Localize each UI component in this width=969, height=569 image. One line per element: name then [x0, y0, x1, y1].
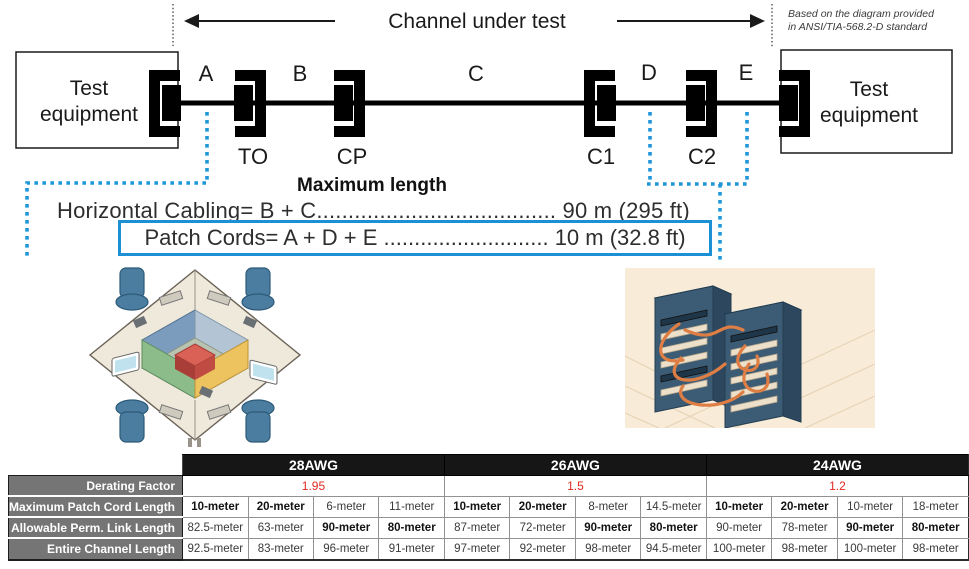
segment-label-c: C	[468, 61, 484, 86]
cell: 90-meter	[836, 516, 904, 539]
cell: 98-meter	[902, 537, 969, 561]
standard-note-line1: Based on the diagram provided	[788, 8, 935, 20]
cell: 8-meter	[574, 495, 642, 518]
cell: 20-meter	[509, 495, 576, 518]
maximum-length-heading: Maximum length	[297, 175, 447, 196]
right-equipment-connector-icon	[779, 70, 810, 137]
awg-header-28: 28AWG	[182, 454, 445, 476]
segment-label-a: A	[199, 61, 214, 86]
cell: 82.5-meter	[182, 516, 249, 539]
awg-header-26: 26AWG	[443, 454, 707, 476]
cell: 18-meter	[902, 495, 969, 518]
c1-connector-icon	[584, 70, 616, 137]
cell: 80-meter	[902, 516, 969, 539]
cell: 83-meter	[247, 537, 314, 561]
row-label-patch: Maximum Patch Cord Length	[7, 495, 184, 518]
cell: 78-meter	[771, 516, 838, 539]
monitor-icons	[111, 351, 278, 385]
partition-yellow	[194, 339, 249, 399]
cell: 80-meter	[378, 516, 445, 539]
row-label-channel: Entire Channel Length	[7, 537, 184, 561]
red-box	[173, 343, 217, 380]
left-test-equipment-label1: Test	[70, 77, 109, 100]
table-corner	[9, 455, 183, 476]
cell: 96-meter	[312, 537, 380, 561]
derating-24: 1.2	[705, 475, 969, 497]
left-arrow-icon	[184, 14, 335, 28]
channel-under-test-label: Channel under test	[388, 10, 566, 33]
cell: 80-meter	[640, 516, 707, 539]
left-equipment-connector-icon	[149, 70, 181, 137]
office-workstations-illustration	[88, 267, 302, 447]
derating-26: 1.5	[443, 475, 707, 497]
cell: 72-meter	[509, 516, 576, 539]
cell: 98-meter	[574, 537, 642, 561]
row-label-derating: Derating Factor	[7, 475, 184, 497]
patch-cord-row: Maximum Patch Cord Length 10-meter 20-me…	[7, 495, 969, 518]
cable-line	[168, 100, 793, 106]
cell: 10-meter	[836, 495, 904, 518]
channel-diagram: Channel under test Based on the diagram …	[15, 4, 953, 260]
channel-length-row: Entire Channel Length 92.5-meter 83-mete…	[7, 537, 969, 561]
patch-cords-formula: Patch Cords= A + D + E .................…	[144, 225, 686, 250]
chair-icons	[115, 267, 275, 443]
awg-table: 28AWG 26AWG 24AWG Derating Factor 1.95 1…	[7, 454, 969, 561]
cell: 20-meter	[771, 495, 838, 518]
rack-right	[723, 301, 803, 428]
awg-header-row: 28AWG 26AWG 24AWG	[9, 454, 969, 476]
connector-label-c1: C1	[587, 144, 615, 169]
desk-leg	[188, 438, 192, 447]
rack-left	[653, 285, 733, 413]
cell: 63-meter	[247, 516, 314, 539]
cell: 10-meter	[182, 495, 249, 518]
cell: 6-meter	[312, 495, 380, 518]
horizontal-cabling-formula: Horizontal Cabling= B + C...............…	[57, 198, 690, 223]
awg-spec-table: 28AWG 26AWG 24AWG Derating Factor 1.95 1…	[7, 454, 969, 561]
right-arrow-icon	[617, 14, 765, 28]
cell: 87-meter	[443, 516, 511, 539]
server-racks-illustration	[625, 268, 875, 428]
segment-label-d: D	[641, 60, 657, 85]
awg-header-24: 24AWG	[705, 454, 969, 476]
cell: 90-meter	[312, 516, 380, 539]
cell: 20-meter	[247, 495, 314, 518]
cell: 92.5-meter	[182, 537, 249, 561]
perm-link-row: Allowable Perm. Link Length 82.5-meter 6…	[7, 516, 969, 539]
patch-cords-highlight-box: Patch Cords= A + D + E .................…	[118, 220, 712, 256]
callout-path-a	[25, 112, 209, 260]
patch-cables	[659, 322, 770, 407]
derating-28: 1.95	[182, 475, 445, 497]
cell: 90-meter	[705, 516, 773, 539]
left-test-equipment-label2: equipment	[40, 103, 138, 126]
cell: 10-meter	[443, 495, 511, 518]
to-connector-icon	[234, 70, 266, 137]
row-label-link: Allowable Perm. Link Length	[7, 516, 184, 539]
cell: 11-meter	[378, 495, 445, 518]
right-test-equipment-label1: Test	[850, 78, 889, 101]
connector-label-c2: C2	[688, 144, 716, 169]
patch-cord-callout-dotted-lines	[25, 112, 750, 260]
connector-label-to: TO	[238, 144, 268, 169]
standard-note-line2: in ANSI/TIA-568.2-D standard	[788, 21, 928, 33]
cell: 100-meter	[705, 537, 773, 561]
cp-connector-icon	[334, 70, 365, 137]
cell: 94.5-meter	[640, 537, 707, 561]
segment-label-e: E	[739, 60, 754, 85]
desk-leg	[197, 438, 201, 447]
segment-label-b: B	[293, 61, 308, 86]
cell: 90-meter	[574, 516, 642, 539]
right-test-equipment-label2: equipment	[820, 104, 918, 127]
desk-accessories	[132, 290, 258, 420]
connector-label-cp: CP	[337, 144, 368, 169]
cell: 91-meter	[378, 537, 445, 561]
c2-connector-icon	[686, 70, 717, 137]
derating-row: Derating Factor 1.95 1.5 1.2	[7, 475, 969, 497]
cell: 98-meter	[771, 537, 838, 561]
cell: 92-meter	[509, 537, 576, 561]
cell: 10-meter	[705, 495, 773, 518]
cell: 97-meter	[443, 537, 511, 561]
cell: 100-meter	[836, 537, 904, 561]
cell: 14.5-meter	[640, 495, 707, 518]
